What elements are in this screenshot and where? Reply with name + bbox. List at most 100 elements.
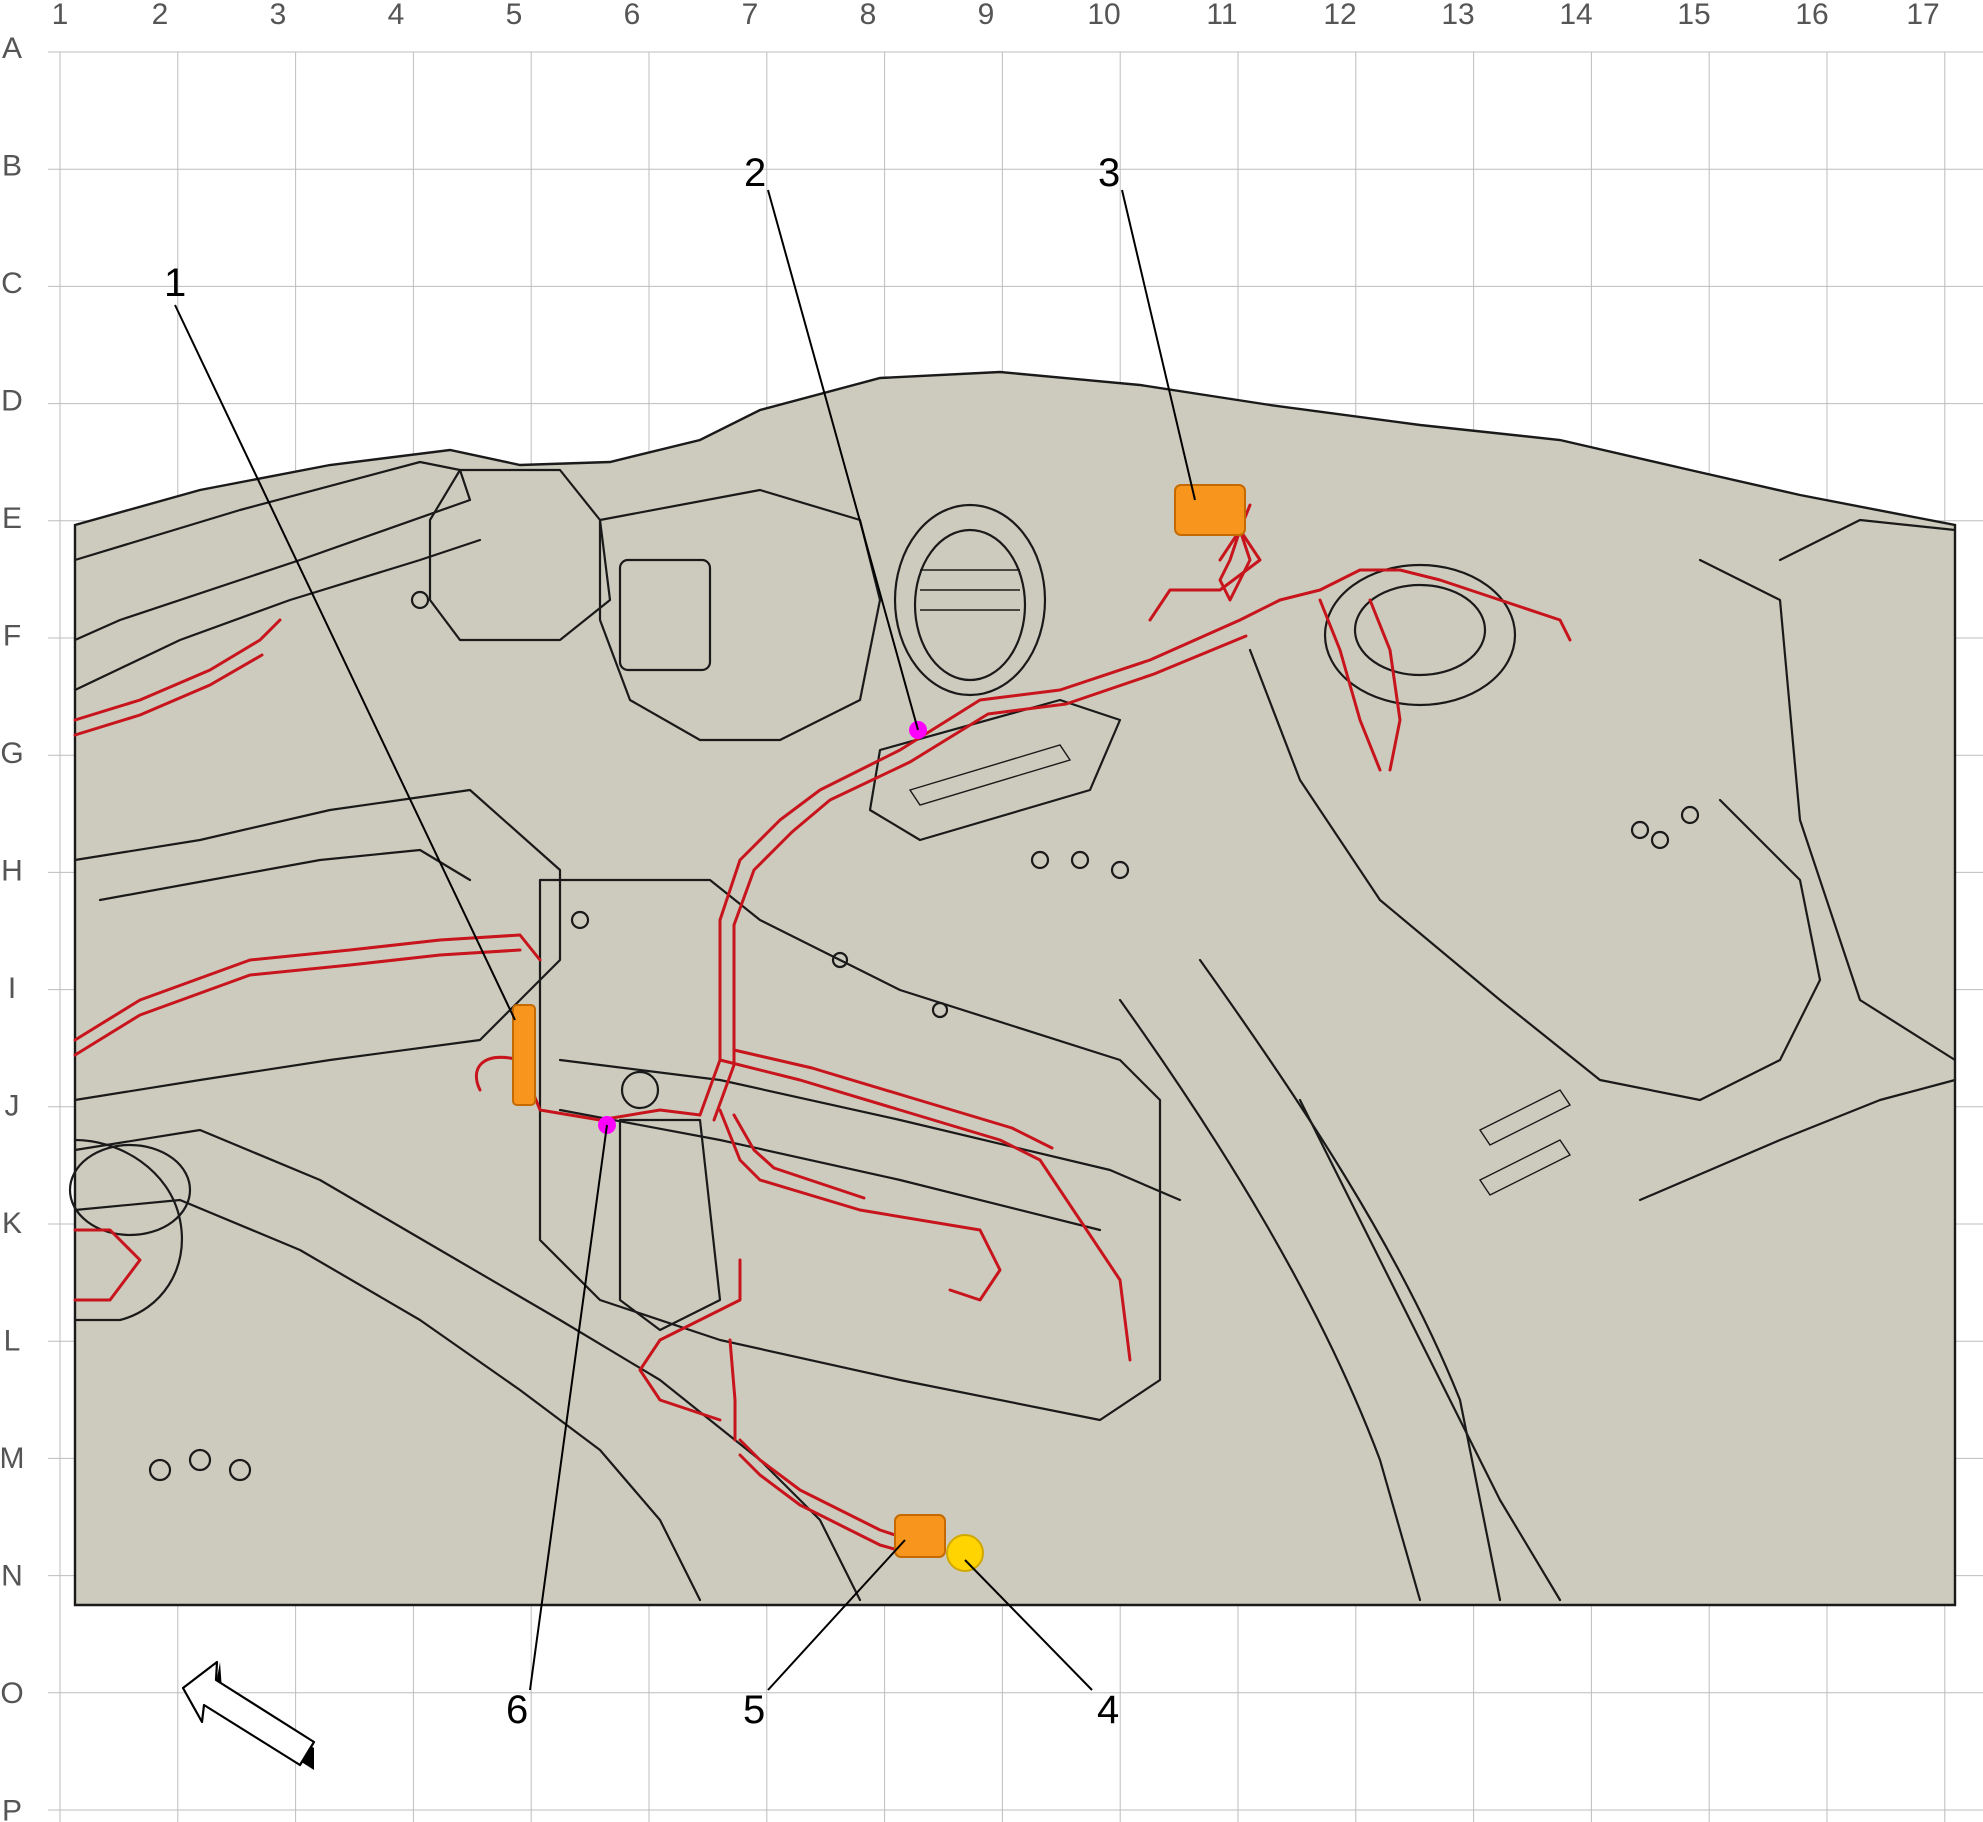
slotted-plate <box>868 698 1122 842</box>
left-tray-inner <box>98 848 472 902</box>
harness-lower-trunk <box>638 1258 742 1422</box>
strut-tower-left <box>68 1143 192 1237</box>
center-vertical-post <box>618 1118 722 1332</box>
right-front-edge <box>1778 518 1957 562</box>
grid-row-label: F <box>3 620 21 653</box>
bolt-hole <box>148 1458 172 1482</box>
harness-right-drop-2 <box>1368 598 1402 772</box>
bolt-hole <box>1680 805 1700 825</box>
grid-column-label: 7 <box>742 0 759 31</box>
grid-column-label: 13 <box>1441 0 1474 31</box>
callout-leaders <box>174 189 1196 1691</box>
round-cover-inner <box>913 528 1027 682</box>
wheel-opening-left <box>73 1138 183 1322</box>
harness-right-long-b <box>732 1048 1054 1150</box>
bolt-hole <box>1070 850 1090 870</box>
callout-6-label: 6 <box>506 1688 528 1732</box>
grid-column-label: 14 <box>1559 0 1592 31</box>
callout-2-label: 2 <box>744 151 766 195</box>
harness-left-mid <box>73 933 542 1042</box>
bolt-hole <box>228 1458 252 1482</box>
module-box <box>618 558 712 672</box>
grid-column-label: 2 <box>152 0 169 31</box>
harness-lower-center <box>718 1108 1002 1302</box>
grid-column-label: 5 <box>506 0 523 31</box>
center-frame-rail-2 <box>558 1108 1102 1232</box>
grid-row-label: D <box>1 385 23 418</box>
harness-left-upper-b <box>73 653 264 737</box>
bolt-hole <box>188 1448 212 1472</box>
callout-numbers: 1 2 3 4 5 6 <box>164 151 1120 1732</box>
bolt-hole <box>1110 860 1130 880</box>
grid-row-label: A <box>2 32 22 65</box>
connector-5 <box>894 1514 946 1558</box>
grid-row-label: K <box>2 1207 22 1240</box>
grid-column-label: 10 <box>1087 0 1120 31</box>
engine-compartment-illustration <box>68 370 1957 1607</box>
leader-2 <box>767 189 919 731</box>
connector-3 <box>1174 484 1246 536</box>
leader-6 <box>529 1124 608 1691</box>
callout-3-label: 3 <box>1098 151 1120 195</box>
grid-column-label: 9 <box>978 0 995 31</box>
right-inner-fender <box>1248 648 1822 1102</box>
bolt-hole <box>1650 830 1670 850</box>
grid-column-label: 16 <box>1795 0 1828 31</box>
grid-row-label: P <box>2 1795 22 1822</box>
harness-trunk-2-b <box>712 634 1248 1122</box>
harness-lower-drop <box>728 1338 737 1442</box>
connector-1 <box>512 1004 536 1106</box>
round-cover <box>893 503 1047 697</box>
grid-column-label: 8 <box>860 0 877 31</box>
grid-row-label: O <box>0 1677 23 1710</box>
grid-column-label: 15 <box>1677 0 1710 31</box>
grid-column-label: 17 <box>1906 0 1939 31</box>
grid-row-label: J <box>5 1090 20 1123</box>
bolt-hole <box>1630 820 1650 840</box>
callout-5-label: 5 <box>743 1688 765 1732</box>
harness-trunk-2 <box>698 598 1282 1117</box>
headlamp-housing <box>598 488 882 742</box>
strut-cap-left <box>428 468 612 642</box>
harness-trunk-1 <box>474 1055 702 1122</box>
harness-left-mid-b <box>73 948 522 1057</box>
strut-tower-right <box>1323 563 1517 707</box>
right-lower-rail <box>1638 1078 1957 1202</box>
grid-column-label: 3 <box>270 0 287 31</box>
center-frame-rail <box>558 1058 1182 1202</box>
leader-1 <box>174 304 516 1021</box>
left-upper-rail-lower-edge <box>73 538 482 692</box>
grid-row-label: E <box>2 502 22 535</box>
leader-4 <box>964 1559 1093 1691</box>
bolt-hole <box>570 910 590 930</box>
grommet-hole <box>620 1070 660 1110</box>
orientation-arrow-icon <box>181 1660 316 1770</box>
leader-3 <box>1121 189 1196 501</box>
callout-1-label: 1 <box>164 261 186 305</box>
harness-right-long <box>718 1058 1132 1362</box>
left-upper-rail <box>73 460 472 642</box>
right-frame-rail <box>1298 1098 1562 1602</box>
grid-row-label: N <box>1 1560 23 1593</box>
harness-lower-center-b <box>732 1113 866 1200</box>
slotted-plate-slot <box>908 744 1072 806</box>
grid-row-label: B <box>2 150 22 183</box>
harness-left-upper <box>73 618 282 722</box>
leader-5 <box>767 1539 906 1691</box>
grid-column-label: 12 <box>1323 0 1356 31</box>
grid-row-label: L <box>4 1325 21 1358</box>
connector-4 <box>946 1534 984 1572</box>
grid-column-label: 4 <box>388 0 405 31</box>
bolt-hole <box>1030 850 1050 870</box>
grid-row-label: I <box>8 972 16 1005</box>
left-battery-tray <box>73 788 562 1102</box>
right-slot-1 <box>1478 1089 1572 1146</box>
grid-row-label: H <box>1 855 23 888</box>
right-wheel-arch-2 <box>1118 998 1422 1602</box>
harness-right-upper <box>1278 568 1572 642</box>
grid-column-label: 11 <box>1206 0 1237 31</box>
grid-column-label: 1 <box>52 0 69 31</box>
